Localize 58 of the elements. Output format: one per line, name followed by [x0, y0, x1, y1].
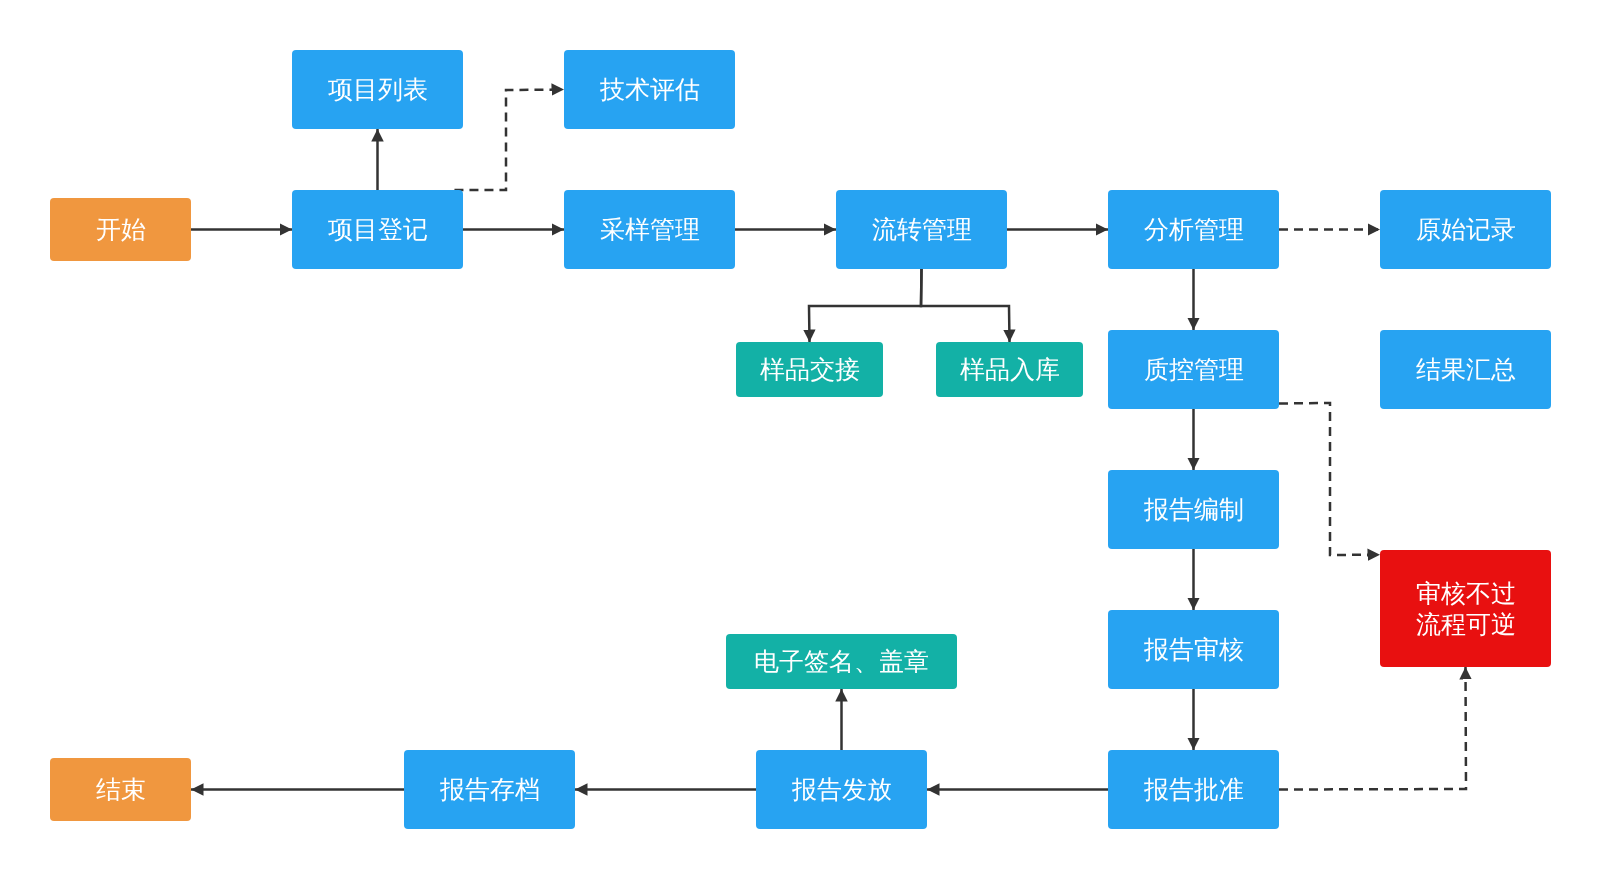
node-label: 报告批准: [1143, 774, 1244, 805]
arrow: [1007, 223, 1108, 236]
arrow: [919, 269, 1016, 342]
arrow: [735, 223, 836, 236]
process-box: [1108, 190, 1279, 269]
node-label: 报告发放: [791, 774, 892, 805]
arrow: [191, 783, 404, 796]
node-label: 原始记录: [1415, 214, 1516, 245]
node-label: 质控管理: [1143, 354, 1244, 385]
node-label: 项目登记: [327, 214, 428, 245]
node-label: 结束: [95, 774, 146, 805]
process-box: [1380, 330, 1551, 409]
node-label: 样品交接: [759, 354, 860, 385]
process-box: [292, 190, 463, 269]
node-label: 开始: [95, 214, 146, 245]
node-label: 结果汇总: [1415, 354, 1516, 385]
node-label: 技术评估: [599, 74, 700, 105]
process-box: [1108, 470, 1279, 549]
process-box: [292, 50, 463, 129]
node-label: 报告编制: [1143, 494, 1244, 525]
node-label: 审核不过流程可逆: [1414, 577, 1517, 640]
process-box: [564, 50, 735, 129]
node-label: 报告审核: [1143, 634, 1244, 665]
node-label: 采样管理: [599, 214, 700, 245]
arrow: [575, 783, 756, 796]
node-label: 样品入库: [959, 354, 1060, 385]
process-box: [564, 190, 735, 269]
process-box: [756, 750, 927, 829]
arrow: [1279, 223, 1380, 236]
arrow: [835, 689, 848, 750]
arrow: [454, 83, 564, 192]
terminal-box: [50, 758, 191, 821]
arrow: [1187, 409, 1200, 470]
process-box: [1108, 750, 1279, 829]
process-box: [1108, 610, 1279, 689]
arrow: [1187, 549, 1200, 610]
process-box: [836, 190, 1007, 269]
arrow: [1187, 269, 1200, 330]
node-label: 报告存档: [439, 774, 540, 805]
node-label: 电子签名、盖章: [754, 646, 929, 677]
arrow: [1187, 689, 1200, 750]
terminal-box: [50, 198, 191, 261]
arrow: [371, 129, 384, 190]
process-box: [1380, 190, 1551, 269]
sub-process-box: [936, 342, 1083, 397]
arrow: [191, 223, 292, 236]
node-label: 项目列表: [327, 74, 428, 105]
node-label: 分析管理: [1143, 214, 1244, 245]
node-label: 流转管理: [871, 214, 972, 245]
arrow: [463, 223, 564, 236]
arrow: [1279, 401, 1380, 561]
arrow: [1279, 667, 1472, 791]
process-box: [404, 750, 575, 829]
process-box: [1108, 330, 1279, 409]
sub-process-box: [726, 634, 957, 689]
arrow: [927, 783, 1108, 796]
warning-box: [1380, 550, 1551, 667]
sub-process-box: [736, 342, 883, 397]
